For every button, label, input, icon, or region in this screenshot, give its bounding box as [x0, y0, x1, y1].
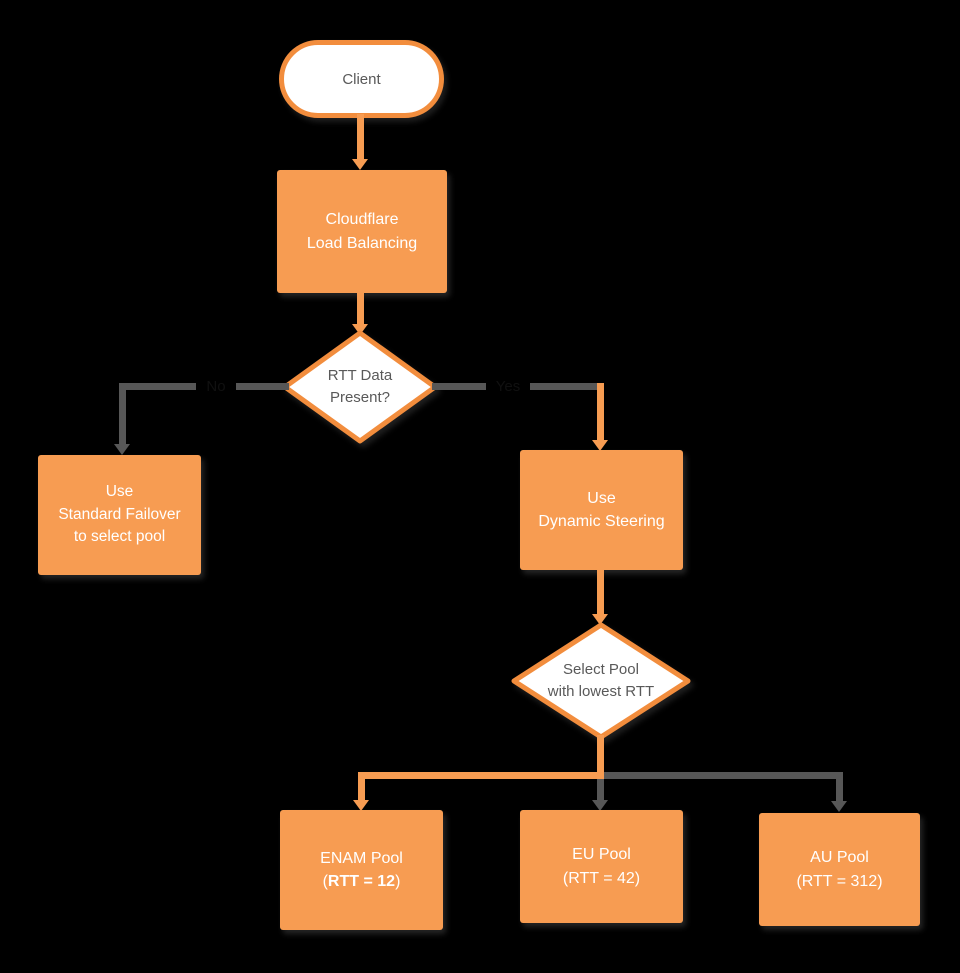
edge-load-balancing-to-rtt-decision	[357, 293, 364, 325]
node-client-label: Client	[342, 70, 381, 88]
edge-label-yes: Yes	[486, 373, 530, 399]
edge-no-vertical	[119, 383, 126, 445]
arrowhead-into-rtt-decision	[352, 324, 368, 335]
node-eu-pool-title: EU Pool	[572, 846, 631, 864]
node-select-pool-label: Select Pool with lowest RTT	[547, 660, 655, 701]
edge-label-no: No	[196, 373, 236, 399]
arrowhead-into-load-balancing	[352, 159, 368, 170]
node-standard-failover-label: Use Standard Failover to select pool	[58, 483, 181, 546]
edge-yes-vertical	[597, 383, 604, 441]
node-eu-pool-rtt: (RTT = 42)	[562, 869, 641, 887]
node-load-balancing-label: Cloudflare Load Balancing	[306, 211, 418, 252]
enam-rtt-open-paren: (	[322, 873, 328, 890]
node-dynamic-steering: Use Dynamic Steering	[520, 450, 683, 570]
node-dynamic-steering-label: Use Dynamic Steering	[538, 489, 665, 530]
node-enam-pool-rtt: (RTT = 12)	[320, 870, 403, 893]
edge-to-enam-pool	[358, 772, 365, 802]
node-au-pool: AU Pool (RTT = 312)	[759, 813, 920, 926]
enam-rtt-value: RTT = 12	[327, 873, 396, 890]
node-au-pool-rtt: (RTT = 312)	[796, 872, 883, 890]
arrowhead-into-select-pool	[592, 614, 608, 625]
edge-split-horizontal-orange	[358, 772, 604, 779]
node-enam-pool-title: ENAM Pool	[320, 849, 403, 867]
edge-to-au-pool	[836, 772, 843, 802]
arrowhead-into-dynamic-steering	[592, 440, 608, 451]
node-rtt-decision-label: RTT Data Present?	[327, 366, 393, 407]
node-rtt-decision: RTT Data Present?	[280, 328, 440, 446]
edge-to-eu-pool	[597, 779, 604, 802]
edge-select-pool-down	[597, 735, 604, 779]
node-au-pool-title: AU Pool	[810, 849, 869, 867]
arrowhead-into-au-pool	[831, 801, 847, 812]
node-eu-pool: EU Pool (RTT = 42)	[520, 810, 683, 923]
enam-rtt-close-paren: )	[395, 873, 401, 890]
node-select-pool: Select Pool with lowest RTT	[509, 620, 693, 742]
node-enam-pool: ENAM Pool (RTT = 12)	[280, 810, 443, 930]
edge-split-horizontal-gray	[601, 772, 843, 779]
node-rtt-decision-shape	[282, 330, 438, 444]
arrowhead-into-eu-pool	[592, 800, 608, 811]
arrowhead-into-enam-pool	[353, 800, 369, 811]
edge-client-to-load-balancing	[357, 114, 364, 160]
node-load-balancing: Cloudflare Load Balancing	[277, 170, 447, 293]
node-standard-failover: Use Standard Failover to select pool	[38, 455, 201, 575]
edge-dynamic-steering-to-select-pool	[597, 570, 604, 616]
arrowhead-into-standard-failover	[114, 444, 130, 455]
node-client: Client	[279, 40, 444, 118]
